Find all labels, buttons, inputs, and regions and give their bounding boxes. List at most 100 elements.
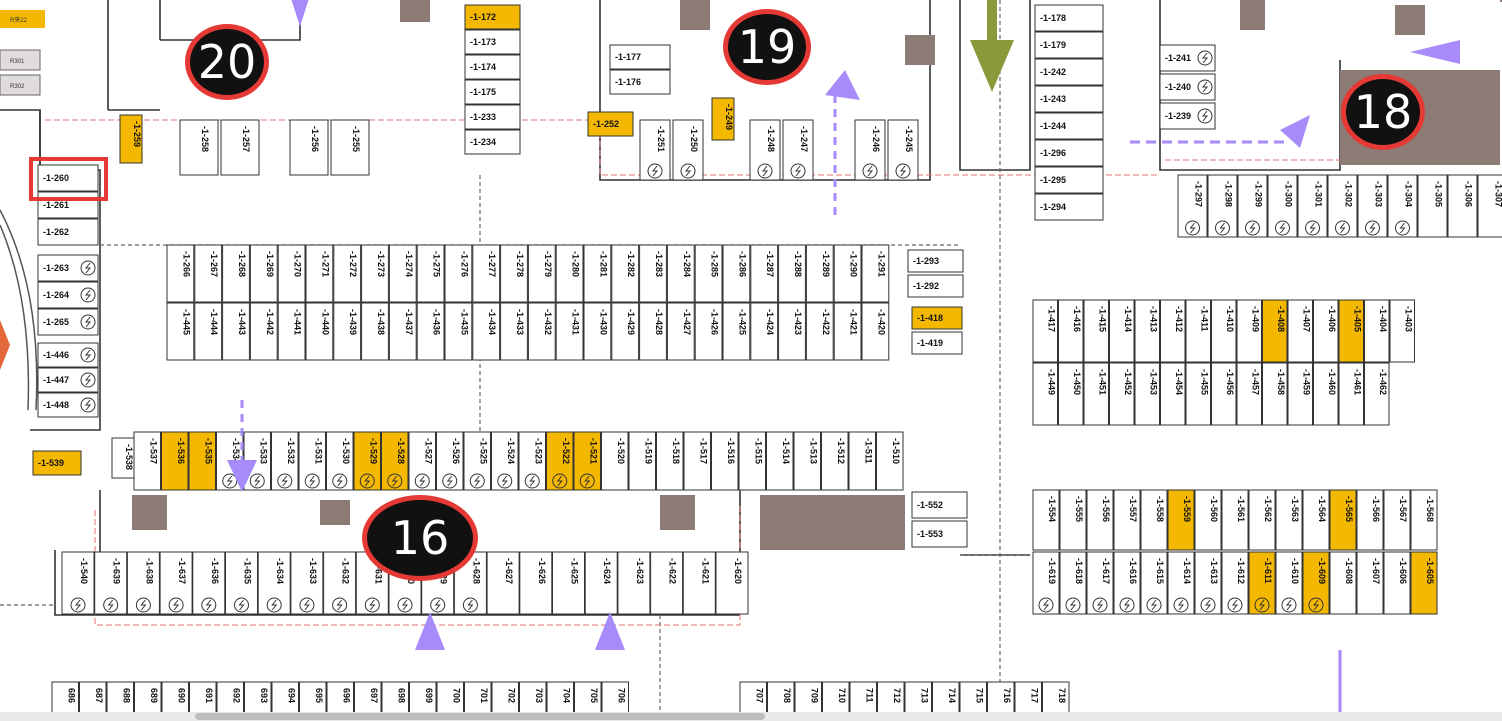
parking-space-179[interactable]: -1-179 <box>1034 31 1104 59</box>
parking-space-532[interactable]: -1-532 <box>271 431 299 491</box>
parking-space-409[interactable]: -1-409 <box>1236 299 1262 363</box>
parking-space-304[interactable]: -1-304 <box>1387 174 1418 238</box>
parking-space-616[interactable]: -1-616 <box>1113 551 1141 615</box>
parking-space-288[interactable]: -1-288 <box>778 244 806 303</box>
parking-space-430[interactable]: -1-430 <box>583 302 612 361</box>
parking-space-283[interactable]: -1-283 <box>639 244 667 303</box>
parking-space-638[interactable]: -1-638 <box>126 551 160 615</box>
parking-space-445[interactable]: -1-445 <box>166 302 195 361</box>
parking-space-177[interactable]: -1-177 <box>609 44 671 70</box>
parking-space-522[interactable]: -1-522 <box>546 431 574 491</box>
parking-space-437[interactable]: -1-437 <box>388 302 417 361</box>
parking-space-248[interactable]: -1-248 <box>749 119 781 181</box>
parking-space-626[interactable]: -1-626 <box>519 551 553 615</box>
parking-space-692[interactable]: 692 <box>216 681 244 712</box>
parking-space-245[interactable]: -1-245 <box>887 119 919 181</box>
parking-space-611[interactable]: -1-611 <box>1248 551 1276 615</box>
parking-space-620[interactable]: -1-620 <box>715 551 749 615</box>
parking-space-247[interactable]: -1-247 <box>782 119 814 181</box>
parking-space-687[interactable]: 687 <box>79 681 107 712</box>
parking-space-300[interactable]: -1-300 <box>1267 174 1298 238</box>
parking-space-553[interactable]: -1-553 <box>911 520 968 548</box>
parking-space-415[interactable]: -1-415 <box>1083 299 1109 363</box>
parking-space-285[interactable]: -1-285 <box>694 244 723 303</box>
parking-space-408[interactable]: -1-408 <box>1262 299 1288 363</box>
parking-space-513[interactable]: -1-513 <box>793 431 821 491</box>
parking-space-250[interactable]: -1-250 <box>672 119 704 181</box>
parking-space-451[interactable]: -1-451 <box>1083 362 1109 426</box>
parking-space-260[interactable]: -1-260 <box>37 164 99 192</box>
parking-space-242[interactable]: -1-242 <box>1034 58 1104 86</box>
parking-space-407[interactable]: -1-407 <box>1287 299 1313 363</box>
parking-space-404[interactable]: -1-404 <box>1364 299 1390 363</box>
parking-space-608[interactable]: -1-608 <box>1329 551 1357 615</box>
parking-space-538[interactable]: -1-538 <box>111 437 135 479</box>
parking-space-262[interactable]: -1-262 <box>37 218 99 246</box>
parking-space-609[interactable]: -1-609 <box>1302 551 1330 615</box>
parking-space-426[interactable]: -1-426 <box>694 302 723 361</box>
parking-space-298[interactable]: -1-298 <box>1207 174 1238 238</box>
parking-space-632[interactable]: -1-632 <box>323 551 357 615</box>
parking-space-715[interactable]: 715 <box>959 681 987 712</box>
parking-space-622[interactable]: -1-622 <box>650 551 684 615</box>
parking-space-565[interactable]: -1-565 <box>1329 489 1357 551</box>
parking-space-552[interactable]: -1-552 <box>911 491 968 519</box>
parking-space-613[interactable]: -1-613 <box>1194 551 1222 615</box>
parking-space-291[interactable]: -1-291 <box>861 244 890 303</box>
parking-space-252[interactable]: -1-252 <box>587 111 634 137</box>
parking-space-295[interactable]: -1-295 <box>1034 166 1104 194</box>
parking-space-246[interactable]: -1-246 <box>854 119 886 181</box>
parking-space-417[interactable]: -1-417 <box>1032 299 1058 363</box>
parking-space-459[interactable]: -1-459 <box>1287 362 1313 426</box>
parking-space-557[interactable]: -1-557 <box>1113 489 1141 551</box>
parking-space-275[interactable]: -1-275 <box>416 244 445 303</box>
parking-space-701[interactable]: 701 <box>464 681 492 712</box>
parking-space-529[interactable]: -1-529 <box>353 431 381 491</box>
parking-space-537[interactable]: -1-537 <box>133 431 161 491</box>
parking-space-607[interactable]: -1-607 <box>1356 551 1384 615</box>
parking-space-431[interactable]: -1-431 <box>555 302 584 361</box>
parking-space-296[interactable]: -1-296 <box>1034 139 1104 167</box>
parking-space-416[interactable]: -1-416 <box>1058 299 1084 363</box>
parking-space-636[interactable]: -1-636 <box>192 551 226 615</box>
parking-space-460[interactable]: -1-460 <box>1313 362 1339 426</box>
zone-marker-18[interactable]: 18 <box>1341 74 1425 150</box>
parking-space-633[interactable]: -1-633 <box>290 551 324 615</box>
parking-space-714[interactable]: 714 <box>932 681 960 712</box>
parking-space-614[interactable]: -1-614 <box>1167 551 1195 615</box>
parking-space-292[interactable]: -1-292 <box>907 274 964 298</box>
parking-space-441[interactable]: -1-441 <box>277 302 306 361</box>
parking-space-718[interactable]: 718 <box>1042 681 1070 712</box>
parking-space-710[interactable]: 710 <box>822 681 850 712</box>
parking-space-712[interactable]: 712 <box>877 681 905 712</box>
parking-space-255[interactable]: -1-255 <box>330 119 370 176</box>
parking-space-239[interactable]: -1-239 <box>1159 102 1216 130</box>
parking-space-287[interactable]: -1-287 <box>750 244 779 303</box>
parking-space-514[interactable]: -1-514 <box>766 431 794 491</box>
parking-space-528[interactable]: -1-528 <box>381 431 409 491</box>
parking-space-263[interactable]: -1-263 <box>37 254 99 282</box>
parking-space-561[interactable]: -1-561 <box>1221 489 1249 551</box>
parking-space-716[interactable]: 716 <box>987 681 1015 712</box>
parking-space-271[interactable]: -1-271 <box>305 244 334 303</box>
parking-space-301[interactable]: -1-301 <box>1297 174 1328 238</box>
parking-space-510[interactable]: -1-510 <box>876 431 904 491</box>
parking-space-568[interactable]: -1-568 <box>1410 489 1438 551</box>
parking-space-234[interactable]: -1-234 <box>464 129 521 155</box>
parking-space-457[interactable]: -1-457 <box>1236 362 1262 426</box>
parking-space-244[interactable]: -1-244 <box>1034 112 1104 140</box>
parking-space-699[interactable]: 699 <box>409 681 437 712</box>
parking-space-439[interactable]: -1-439 <box>333 302 362 361</box>
scrollbar-thumb[interactable] <box>195 713 765 720</box>
parking-space-297[interactable]: -1-297 <box>1177 174 1208 238</box>
parking-space-257[interactable]: -1-257 <box>220 119 260 176</box>
parking-space-256[interactable]: -1-256 <box>289 119 329 176</box>
parking-space-531[interactable]: -1-531 <box>298 431 326 491</box>
parking-space-403[interactable]: -1-403 <box>1389 299 1415 363</box>
parking-space-412[interactable]: -1-412 <box>1160 299 1186 363</box>
parking-space-525[interactable]: -1-525 <box>463 431 491 491</box>
parking-space-279[interactable]: -1-279 <box>527 244 556 303</box>
parking-space-700[interactable]: 700 <box>436 681 464 712</box>
parking-space-273[interactable]: -1-273 <box>361 244 389 303</box>
parking-space-428[interactable]: -1-428 <box>639 302 667 361</box>
